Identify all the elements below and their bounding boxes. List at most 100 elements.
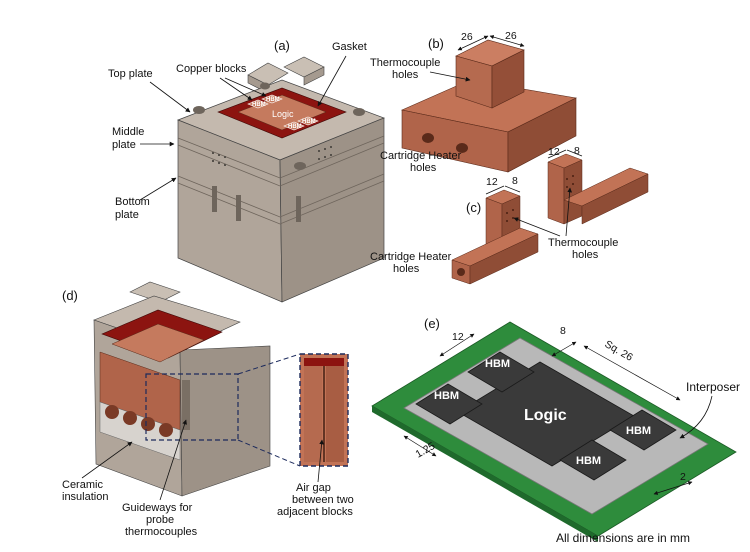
dim-26-right-line	[489, 35, 525, 47]
air-gap-2: between two	[292, 494, 354, 506]
guideways-arrow	[159, 419, 187, 501]
hbm-label-e-2: HBM	[485, 358, 510, 370]
hbm-label-4: HBM	[302, 119, 316, 125]
interposer-label: Interposer	[686, 380, 740, 394]
dim-8-c-b-line	[566, 149, 583, 157]
hbm-label-1: HBM	[252, 102, 266, 108]
air-gap-arrow	[317, 439, 324, 483]
bottom-plate-arrow	[139, 177, 177, 201]
dim-sq26: Sq. 26	[603, 338, 635, 364]
probe-slot	[296, 196, 301, 222]
c-block-right-front	[547, 161, 565, 225]
c-block-right-side	[563, 159, 583, 225]
hbm-stack-1	[415, 383, 483, 425]
bottom-plate-label-2: plate	[115, 209, 139, 221]
middle-plate-label-2: plate	[112, 139, 136, 151]
top-plate-boss-right-side	[303, 66, 325, 86]
section-body-right	[179, 345, 271, 497]
dim-12-c-a-line	[485, 185, 505, 195]
dim-12-c-b-line	[547, 149, 567, 159]
plate-line-2	[177, 142, 385, 187]
copper-blocks-label: Copper blocks	[176, 63, 247, 75]
detail-gasket-strip	[304, 358, 344, 366]
thermocouple-holes-b-2: holes	[392, 69, 419, 81]
thermocouple-holes-c-1: Thermocouple	[548, 237, 618, 249]
dim-125-line	[403, 435, 437, 457]
bolt-hole	[294, 162, 306, 170]
gasket-label: Gasket	[332, 41, 367, 53]
panel-d-cross-section	[93, 281, 349, 497]
c-block-right-arm-front	[581, 173, 649, 225]
bolt-hole	[353, 108, 365, 116]
cartridge-heater-b-1: Cartridge Heater	[380, 150, 462, 162]
panel-c-copper-blocks	[451, 153, 649, 285]
dim-12-c-b: 12	[548, 146, 560, 158]
section-heater-holes	[105, 405, 173, 437]
dim-26-left: 26	[461, 31, 473, 43]
units-note: All dimensions are in mm	[556, 531, 690, 545]
cartridge-heater-hole-c	[457, 268, 465, 276]
thermocouple-holes-c-2: holes	[572, 249, 599, 261]
ceramic-insulation-1: Ceramic	[62, 479, 103, 491]
top-plate-arrow	[149, 81, 191, 113]
hbm-stack-2	[467, 351, 535, 393]
dim-26-right: 26	[505, 30, 517, 42]
dim-sq26-line	[583, 345, 681, 401]
cartridge-heater-b-2: holes	[410, 162, 437, 174]
dim-12-e-line	[439, 333, 475, 357]
copper-block-hbm-3	[283, 121, 305, 131]
thermocouple-hole-grid-c	[506, 175, 574, 222]
dim-26-left-line	[457, 35, 489, 51]
dim-8-c-b: 8	[574, 145, 580, 157]
panel-e-tag: (e)	[424, 316, 440, 331]
probe-slot	[236, 195, 241, 221]
panel-a-fixture: HBM HBM HBM HBM Logic	[177, 56, 385, 303]
thermocouple-holes-c-arrow-2	[513, 217, 561, 237]
copper-block-hbm-4	[297, 116, 319, 126]
panel-c-tag: (c)	[466, 200, 481, 215]
thermocouple-holes-b-arrow	[429, 71, 471, 82]
ceramic-insulation-arrow	[81, 441, 133, 479]
dim-8-c-a: 8	[512, 175, 518, 187]
guideways-3: thermocouples	[125, 526, 198, 538]
air-gap-3: adjacent blocks	[277, 506, 353, 518]
thermocouple-hole-grid	[212, 146, 332, 166]
air-gap-1: Air gap	[296, 482, 331, 494]
logic-label-e: Logic	[524, 407, 567, 424]
dim-8-c-a-line	[504, 185, 521, 193]
bolt-hole	[260, 82, 270, 90]
dim-12-e: 12	[452, 331, 464, 343]
hbm-label-3: HBM	[288, 124, 302, 130]
bottom-plate-label-1: Bottom	[115, 196, 150, 208]
heater-pedestal-side	[491, 49, 525, 109]
panel-b-heater-block	[401, 39, 577, 173]
dim-8-e: 8	[560, 325, 566, 337]
top-plate-label: Top plate	[108, 68, 153, 80]
thermocouple-holes-b-1: Thermocouple	[370, 57, 440, 69]
panel-d-tag: (d)	[62, 288, 78, 303]
cartridge-heater-hole	[456, 143, 468, 153]
logic-label-a: Logic	[272, 109, 294, 119]
panel-a-tag: (a)	[274, 38, 290, 53]
zoom-line-top	[237, 353, 301, 375]
heater-base-side	[507, 97, 577, 173]
dim-2: 2	[680, 471, 686, 483]
fixture-right-face	[279, 117, 385, 303]
middle-plate-label-1: Middle	[112, 126, 144, 138]
copper-block-hbm-2	[261, 94, 283, 104]
copper-blocks-arrow-1	[219, 77, 253, 101]
dim-12-c-a: 12	[486, 176, 498, 188]
dim-8-e-line	[551, 341, 577, 357]
ceramic-insulation-2: insulation	[62, 491, 108, 503]
gasket-arrow	[317, 55, 347, 107]
zoom-line-bottom	[237, 439, 301, 467]
hbm-stack-3	[559, 439, 627, 481]
interposer-arrow	[679, 395, 713, 439]
hbm-label-e-1: HBM	[434, 390, 459, 402]
zoom-box	[145, 373, 239, 441]
cartridge-heater-c-2: holes	[393, 263, 420, 275]
section-guideway	[182, 380, 190, 430]
cartridge-heater-hole	[422, 133, 434, 143]
cartridge-heater-c-1: Cartridge Heater	[370, 251, 452, 263]
